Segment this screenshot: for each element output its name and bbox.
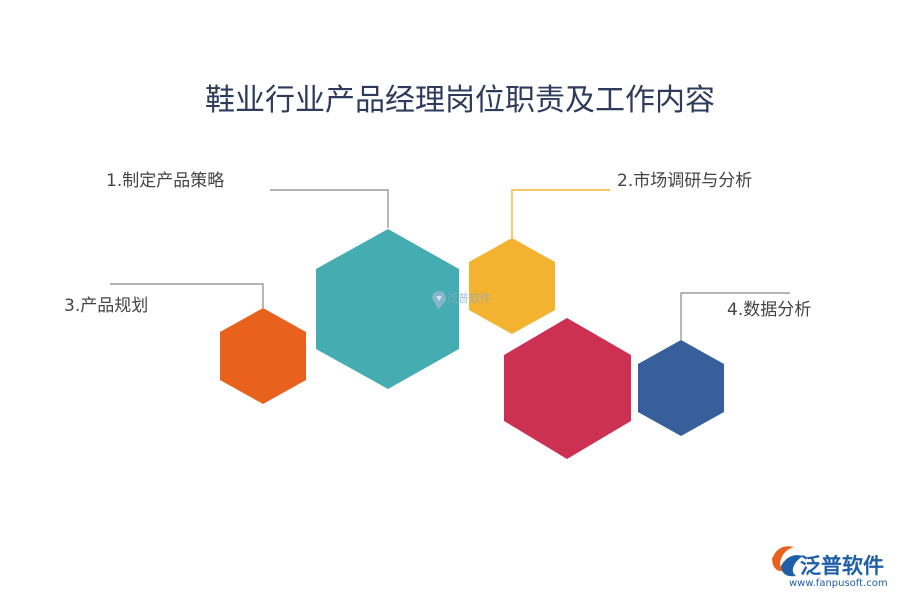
- brand-logo-name: 泛普软件: [800, 554, 884, 578]
- watermark: 泛普软件: [432, 291, 491, 309]
- connector-line-4: [680, 292, 790, 340]
- brand-logo-url: www.fanpusoft.com: [789, 578, 888, 589]
- hexagon-decorative: [504, 318, 631, 459]
- connector-line-2: [511, 189, 610, 238]
- watermark-logo-icon: [432, 291, 446, 309]
- brand-logo: 泛普软件 www.fanpusoft.com: [772, 546, 888, 589]
- brand-logo-icon: [772, 546, 803, 577]
- hexagon-market-research: [469, 238, 555, 334]
- label-strategy: 1.制定产品策略: [106, 171, 224, 191]
- label-market-research: 2.市场调研与分析: [617, 171, 752, 191]
- hexagon-product-planning: [220, 308, 306, 404]
- watermark-text: 泛普软件: [447, 291, 491, 305]
- label-product-planning: 3.产品规划: [64, 296, 148, 316]
- connector-line-3: [110, 283, 264, 308]
- hexagon-data-analysis: [638, 340, 724, 436]
- connector-line-1: [270, 189, 389, 228]
- hexagon-strategy: [316, 229, 459, 389]
- page-title: 鞋业行业产品经理岗位职责及工作内容: [205, 83, 715, 118]
- label-data-analysis: 4.数据分析: [727, 300, 811, 320]
